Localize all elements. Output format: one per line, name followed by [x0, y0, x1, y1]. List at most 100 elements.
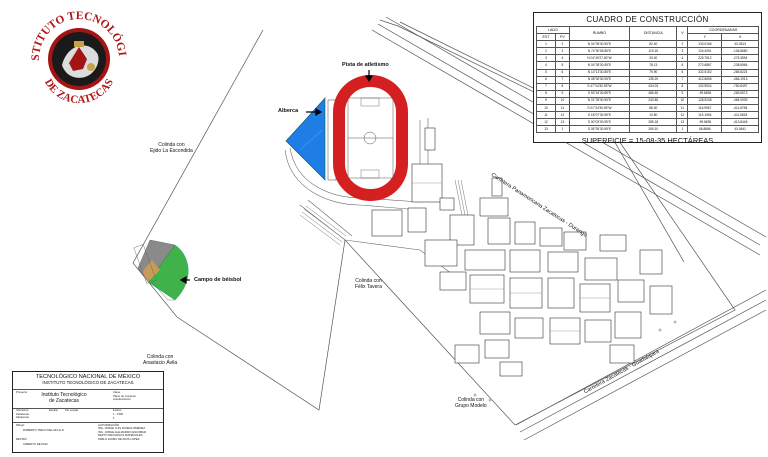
table-cell: 13 — [676, 118, 689, 127]
table-cell: 1 — [676, 125, 689, 134]
table-cell: -283.6573 — [721, 89, 759, 98]
plano-label: Plano de Conjunto Arquitectónico — [113, 394, 137, 402]
table-cell: 4 — [555, 54, 570, 63]
dibujo-label: Dibujó: — [16, 423, 25, 427]
table-cell: 116.9967 — [687, 104, 723, 113]
table-cell: 43.3513 — [721, 40, 759, 49]
table-cell: -411.6818 — [721, 111, 759, 120]
table-cell: N 04°35'30.95"E — [568, 40, 631, 49]
table-cell: S 01°34'30.95"W — [568, 104, 631, 113]
table-cell: N 74°30'05.85"E — [568, 47, 631, 56]
header-est: EST — [535, 33, 557, 42]
table-cell: 11 — [535, 111, 557, 120]
header-rumbo: RUMBO — [568, 25, 631, 42]
table-cell: 10 — [555, 96, 570, 106]
title-block: TECNOLÓGICO NACIONAL DE MÉXICO INSTITUTO… — [12, 371, 164, 453]
table-cell: 66.8866 — [687, 125, 723, 134]
table-cell: 5 — [676, 61, 689, 70]
table-cell: S 00°03'30.95"E — [568, 118, 631, 127]
table-cell: 4 — [535, 61, 557, 70]
table-cell: 4 — [676, 54, 689, 63]
fecha-label: Fecha: — [113, 408, 122, 412]
table-cell: 9 — [535, 96, 557, 106]
table-cell: 3 — [555, 47, 570, 56]
table-cell: 133.0166 — [687, 40, 723, 49]
header-y: Y — [687, 33, 723, 42]
table-cell: 7 — [535, 82, 557, 91]
table-cell: 434.03 — [629, 82, 678, 91]
header-lado: LADO — [536, 25, 570, 35]
table-cell: 12 — [555, 111, 570, 120]
table-cell: 8 — [535, 89, 557, 98]
table-cell: 240.80 — [629, 96, 678, 106]
table-cell: -275.3594 — [721, 54, 759, 63]
table-cell: 2 — [555, 40, 570, 49]
table-cell: 88.30 — [629, 104, 678, 113]
baseball-field — [133, 239, 189, 301]
table-cell: 9 — [676, 89, 689, 98]
table-cell: N 04°45'27.50"W — [568, 54, 631, 63]
title-block-line1: TECNOLÓGICO NACIONAL DE MÉXICO — [35, 374, 141, 380]
pool — [285, 97, 326, 181]
table-cell: 82.40 — [629, 40, 678, 49]
table-cell: 1 — [555, 125, 570, 134]
table-cell: 1 — [535, 40, 557, 49]
table-cell: 128.9248 — [687, 96, 723, 106]
table-cell: -484.0939 — [721, 96, 759, 106]
label-alberca: Alberca — [278, 108, 299, 114]
table-cell: 3 — [676, 47, 689, 56]
construction-table-title: CUADRO DE CONSTRUCCIÓN — [586, 15, 709, 24]
table-cell: -286.8224 — [721, 68, 759, 77]
reviso-label: REVISÓ: — [16, 437, 28, 441]
table-cell: 269.10 — [629, 125, 678, 134]
table-cell: S 18°07'30.95"E — [568, 111, 631, 120]
table-cell: 10 — [535, 104, 557, 113]
proyecto-label: Proyecto: — [16, 390, 28, 394]
table-cell: 6 — [555, 68, 570, 77]
table-cell: -99.8695 — [687, 118, 723, 127]
dibujo: ROBERTO TREJO DEL RIO E.D. — [23, 428, 65, 432]
table-cell: -411.6798 — [721, 104, 759, 113]
table-cell: 2 — [535, 47, 557, 56]
clave-label: Clave: — [113, 390, 121, 394]
table-cell: 33.00 — [629, 54, 678, 63]
table-cell: 102.9924 — [687, 82, 723, 91]
table-cell: 135.20 — [629, 75, 678, 84]
table-cell: 7 — [676, 75, 689, 84]
table-cell: 43.0641 — [721, 125, 759, 134]
ubicacion-label: Ubicación: — [16, 408, 30, 412]
table-cell: 9 — [555, 89, 570, 98]
institute-logo: INSTITUTO TECNOLÓGICO DE ZACATECAS — [27, 7, 128, 108]
table-cell: 11 — [555, 104, 570, 113]
construction-table-grid: LADO RUMBO DISTANCIA V COORDENADAS EST P… — [535, 25, 759, 134]
table-cell: N 14°13'30.85"E — [568, 68, 631, 77]
table-cell: 119.15 — [629, 47, 678, 56]
table-cell: 412.6696 — [687, 75, 723, 84]
label-campo: Campo de béisbol — [194, 277, 242, 283]
header-x: X — [721, 33, 759, 42]
label-felix: Colinda con Félix Tavera — [355, 278, 382, 290]
escala-label: Escala: — [49, 408, 59, 412]
label-anastacio: Colinda con Anastacio Ávila — [143, 354, 178, 366]
header-coordenadas: COORDENADAS — [687, 25, 759, 35]
table-cell: 6 — [535, 75, 557, 84]
table-cell: 6 — [676, 68, 689, 77]
table-cell: 272.6887 — [687, 61, 723, 70]
landscape-dots — [473, 320, 677, 402]
table-cell: 12 — [535, 118, 557, 127]
table-cell: 5 — [535, 68, 557, 77]
table-cell: 13 — [555, 118, 570, 127]
superficie: SUPERFICIE = 15-08-35 HECTÁREAS — [581, 136, 714, 146]
table-cell: 8 — [555, 82, 570, 91]
table-cell: 289.18 — [629, 118, 678, 127]
table-cell: 11 — [676, 104, 689, 113]
proyecto-name: Instituto Tecnológico de Zacatecas — [41, 392, 87, 404]
